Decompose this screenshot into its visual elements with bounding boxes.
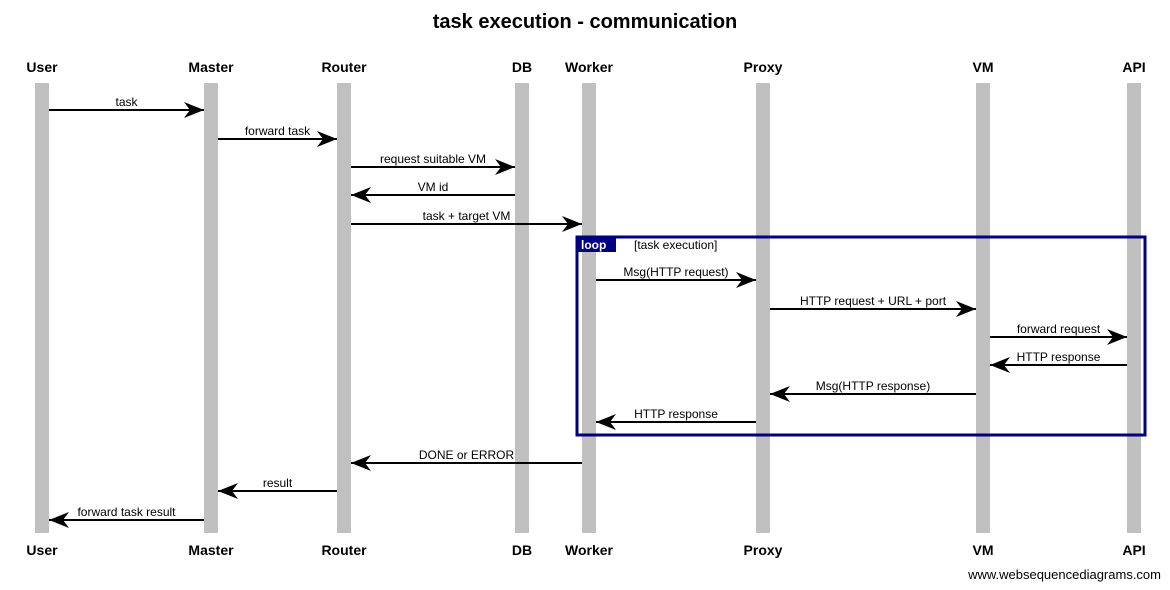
message-label-2: forward task <box>245 124 311 138</box>
participant-bottom-worker: Worker <box>565 542 614 558</box>
message-4: VM id <box>351 180 515 203</box>
messages: task forward task request suitable VM VM id… <box>49 95 1127 528</box>
message-14: forward task result <box>49 505 204 528</box>
participant-headers-bottom: User Master Router DB Worker Proxy VM API <box>26 542 1145 558</box>
footer-credit: www.websequencediagrams.com <box>967 567 1161 582</box>
lifeline-master <box>204 83 218 533</box>
message-13: result <box>218 476 337 499</box>
message-label-14: forward task result <box>77 505 176 519</box>
message-label-6: Msg(HTTP request) <box>623 265 728 279</box>
loop-guard: [task execution] <box>634 238 717 252</box>
diagram-title: task execution - communication <box>433 11 738 33</box>
message-label-3: request suitable VM <box>380 152 486 166</box>
lifeline-api <box>1127 83 1141 533</box>
participant-bottom-master: Master <box>188 542 234 558</box>
message-6: Msg(HTTP request) <box>596 265 756 288</box>
participant-top-api: API <box>1122 59 1145 75</box>
lifeline-router <box>337 83 351 533</box>
loop-frame-border <box>575 235 1147 437</box>
message-label-9: HTTP response <box>1017 350 1101 364</box>
message-3: request suitable VM <box>351 152 515 175</box>
participant-bottom-db: DB <box>512 542 532 558</box>
lifeline-worker <box>582 83 596 533</box>
message-11: HTTP response <box>596 407 756 430</box>
message-label-7: HTTP request + URL + port <box>800 294 947 308</box>
message-7: HTTP request + URL + port <box>770 294 976 317</box>
message-8: forward request <box>990 322 1127 345</box>
message-label-1: task <box>115 95 138 109</box>
participant-top-proxy: Proxy <box>744 59 783 75</box>
participant-bottom-vm: VM <box>973 542 994 558</box>
message-label-13: result <box>263 476 293 490</box>
lifeline-user <box>35 83 49 533</box>
message-label-8: forward request <box>1017 322 1101 336</box>
message-label-5: task + target VM <box>423 209 511 223</box>
participant-bottom-user: User <box>26 542 58 558</box>
message-5: task + target VM <box>351 209 582 232</box>
participant-top-db: DB <box>512 59 532 75</box>
message-9: HTTP response <box>990 350 1127 373</box>
message-12: DONE or ERROR <box>351 448 582 471</box>
message-label-4: VM id <box>418 180 449 194</box>
participant-top-vm: VM <box>973 59 994 75</box>
loop-frame-tab <box>577 237 616 252</box>
lifeline-proxy <box>756 83 770 533</box>
participant-top-user: User <box>26 59 58 75</box>
participant-top-worker: Worker <box>565 59 614 75</box>
message-10: Msg(HTTP response) <box>770 379 976 402</box>
lifeline-vm <box>976 83 990 533</box>
message-label-12: DONE or ERROR <box>419 448 515 462</box>
message-label-11: HTTP response <box>634 407 718 421</box>
participant-headers-top: User Master Router DB Worker Proxy VM API <box>26 59 1145 75</box>
lifeline-db <box>515 83 529 533</box>
participant-top-router: Router <box>321 59 367 75</box>
message-2: forward task <box>218 124 337 147</box>
participant-bottom-router: Router <box>321 542 367 558</box>
message-label-10: Msg(HTTP response) <box>816 379 930 393</box>
participant-top-master: Master <box>188 59 234 75</box>
participant-bottom-api: API <box>1122 542 1145 558</box>
message-1: task <box>49 95 204 118</box>
lifelines <box>35 83 1141 533</box>
participant-bottom-proxy: Proxy <box>744 542 783 558</box>
loop-keyword: loop <box>581 238 606 252</box>
loop-frame: loop [task execution] <box>575 235 1147 437</box>
